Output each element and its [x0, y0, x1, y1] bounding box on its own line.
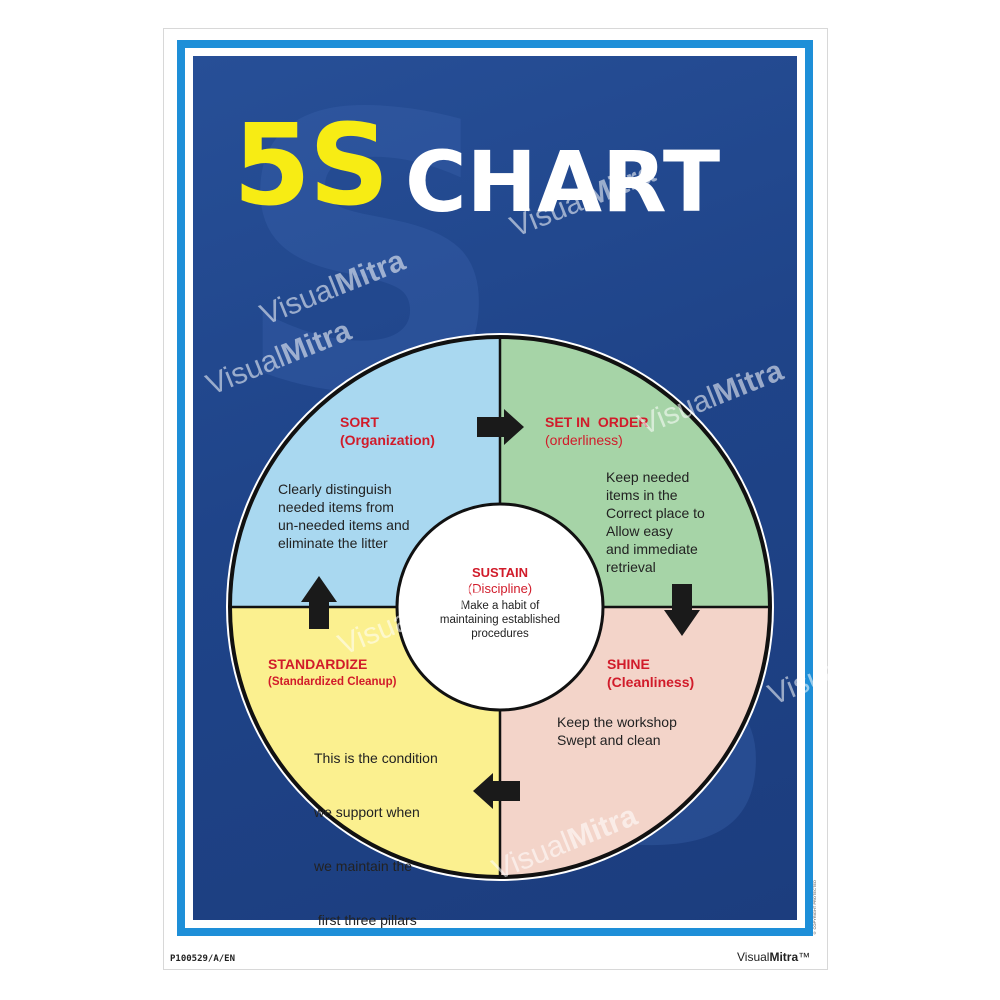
- set-in-order-subtitle: (orderliness): [545, 432, 623, 448]
- description-line: and immediate: [606, 541, 698, 557]
- description-line: Make a habit of: [460, 600, 540, 612]
- description-line: This is the condition: [314, 750, 438, 766]
- arrow-right-icon: [477, 409, 524, 445]
- shine-subtitle: (Cleanliness): [607, 674, 695, 690]
- description-line: Keep the workshop: [557, 714, 677, 730]
- sustain-description: Make a habit of maintaining established …: [400, 599, 600, 641]
- title-5s: 5S: [233, 101, 390, 231]
- standardize-subtitle: (Standardized Cleanup): [268, 676, 397, 688]
- sustain-block: SUSTAIN (Discipline) Make a habit of mai…: [400, 565, 600, 641]
- copyright-notice: © COPYRIGHT PROTECTED: [812, 880, 817, 936]
- description-line: Keep needed: [606, 469, 690, 485]
- shine-title: SHINE: [607, 656, 650, 672]
- sort-description: Clearly distinguish needed items from un…: [278, 480, 410, 552]
- sort-subtitle: (Organization): [340, 432, 435, 448]
- description-line: Allow easy: [606, 523, 673, 539]
- arrow-down-icon: [664, 584, 700, 636]
- center-circle-sustain: [395, 502, 605, 712]
- arrow-left-icon: [473, 773, 520, 809]
- chart-title: 5S CHART: [0, 110, 1000, 240]
- brand-logo: VisualMitra™: [737, 950, 811, 964]
- description-line: retrieval: [606, 559, 656, 575]
- description-line: procedures: [471, 628, 529, 640]
- description-line: un-needed items and: [278, 517, 410, 533]
- set-in-order-description: Keep needed items in the Correct place t…: [606, 468, 705, 576]
- standardize-title: STANDARDIZE: [268, 656, 368, 672]
- sustain-title: SUSTAIN: [471, 565, 529, 580]
- sort-title: SORT: [340, 414, 379, 430]
- standardize-description: This is the condition we support when we…: [314, 713, 438, 947]
- description-line: Clearly distinguish: [278, 481, 392, 497]
- description-line: we support when: [314, 804, 420, 820]
- title-chart: CHART: [405, 133, 721, 231]
- description-line: Correct place to: [606, 505, 705, 521]
- description-line: needed items from: [278, 499, 394, 515]
- shine-description: Keep the workshop Swept and clean: [557, 713, 677, 749]
- sustain-subtitle: (Discipline): [467, 581, 533, 596]
- description-line: Swept and clean: [557, 732, 661, 748]
- description-line: we maintain the: [314, 858, 413, 874]
- arrow-up-icon: [301, 576, 337, 629]
- wheel-outline: [228, 335, 772, 879]
- description-line: first three pillars: [314, 912, 417, 928]
- description-line: items in the: [606, 487, 678, 503]
- description-line: maintaining established: [439, 614, 561, 626]
- set-in-order-title: SET IN ORDER: [545, 414, 649, 430]
- description-line: eliminate the litter: [278, 535, 388, 551]
- product-code: P100529/A/EN: [170, 954, 236, 964]
